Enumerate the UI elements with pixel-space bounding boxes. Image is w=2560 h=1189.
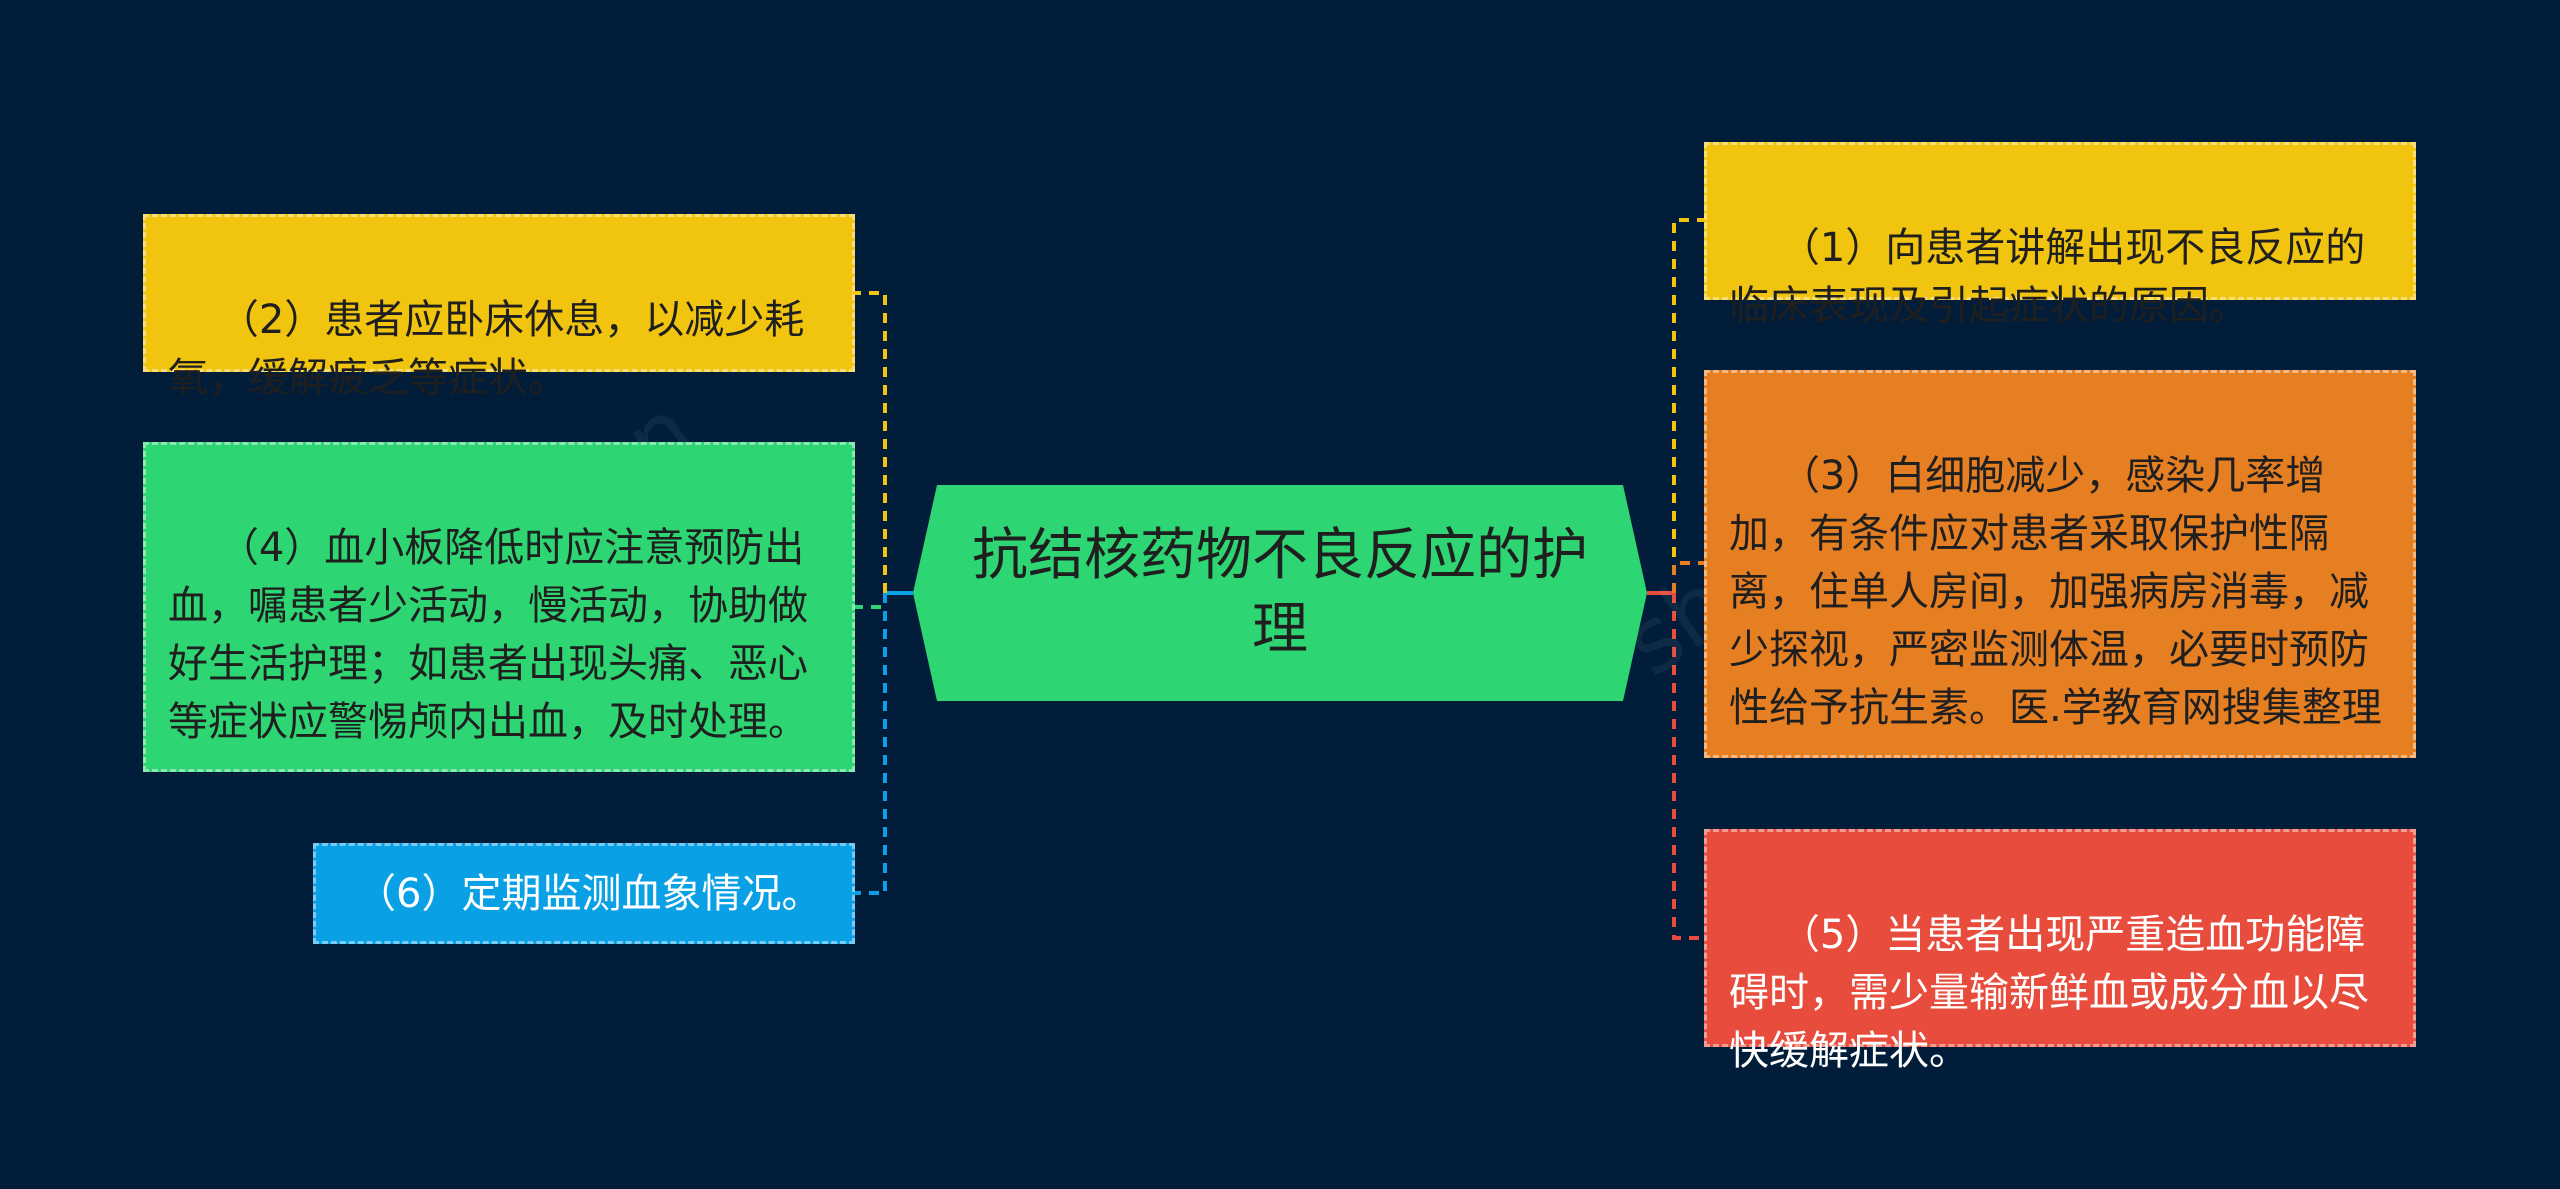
center-topic[interactable]: 抗结核药物不良反应的护理: [913, 485, 1647, 701]
connector-right-3: [1672, 561, 1704, 593]
topic-node-text: （5）当患者出现严重造血功能障碍时，需少量输新鲜血或成分血以尽快缓解症状。: [1729, 912, 2369, 1074]
connector-right-1: [1672, 218, 1704, 593]
topic-node-4[interactable]: （4）血小板降低时应注意预防出血，嘱患者少活动，慢活动，协助做好生活护理；如患者…: [143, 442, 855, 772]
topic-node-3[interactable]: （3）白细胞减少，感染几率增加，有条件应对患者采取保护性隔离，住单人房间，加强病…: [1704, 370, 2416, 758]
center-hexagon-shape: [913, 485, 1647, 701]
topic-node-text: （4）血小板降低时应注意预防出血，嘱患者少活动，慢活动，协助做好生活护理；如患者…: [168, 525, 808, 745]
topic-node-text: （1）向患者讲解出现不良反应的临床表现及引起症状的原因。: [1729, 225, 2366, 329]
connector-left-4: [855, 593, 887, 609]
topic-node-5[interactable]: （5）当患者出现严重造血功能障碍时，需少量输新鲜血或成分血以尽快缓解症状。: [1704, 829, 2416, 1074]
topic-node-1[interactable]: （1）向患者讲解出现不良反应的临床表现及引起症状的原因。: [1704, 142, 2416, 329]
topic-node-6[interactable]: （6）定期监测血象情况。: [313, 843, 855, 944]
connector-left-6: [855, 593, 887, 895]
topic-node-2[interactable]: （2）患者应卧床休息，以减少耗氧，缓解疲乏等症状。: [143, 214, 855, 401]
topic-node-text: （3）白细胞减少，感染几率增加，有条件应对患者采取保护性隔离，住单人房间，加强病…: [1729, 453, 2382, 731]
connector-right-5: [1672, 593, 1704, 940]
topic-node-text: （6）定期监测血象情况。: [356, 870, 822, 917]
connector-left-2: [855, 291, 887, 593]
topic-node-text: （2）患者应卧床休息，以减少耗氧，缓解疲乏等症状。: [168, 297, 805, 401]
center-topic-title: 抗结核药物不良反应的护理: [972, 523, 1588, 662]
